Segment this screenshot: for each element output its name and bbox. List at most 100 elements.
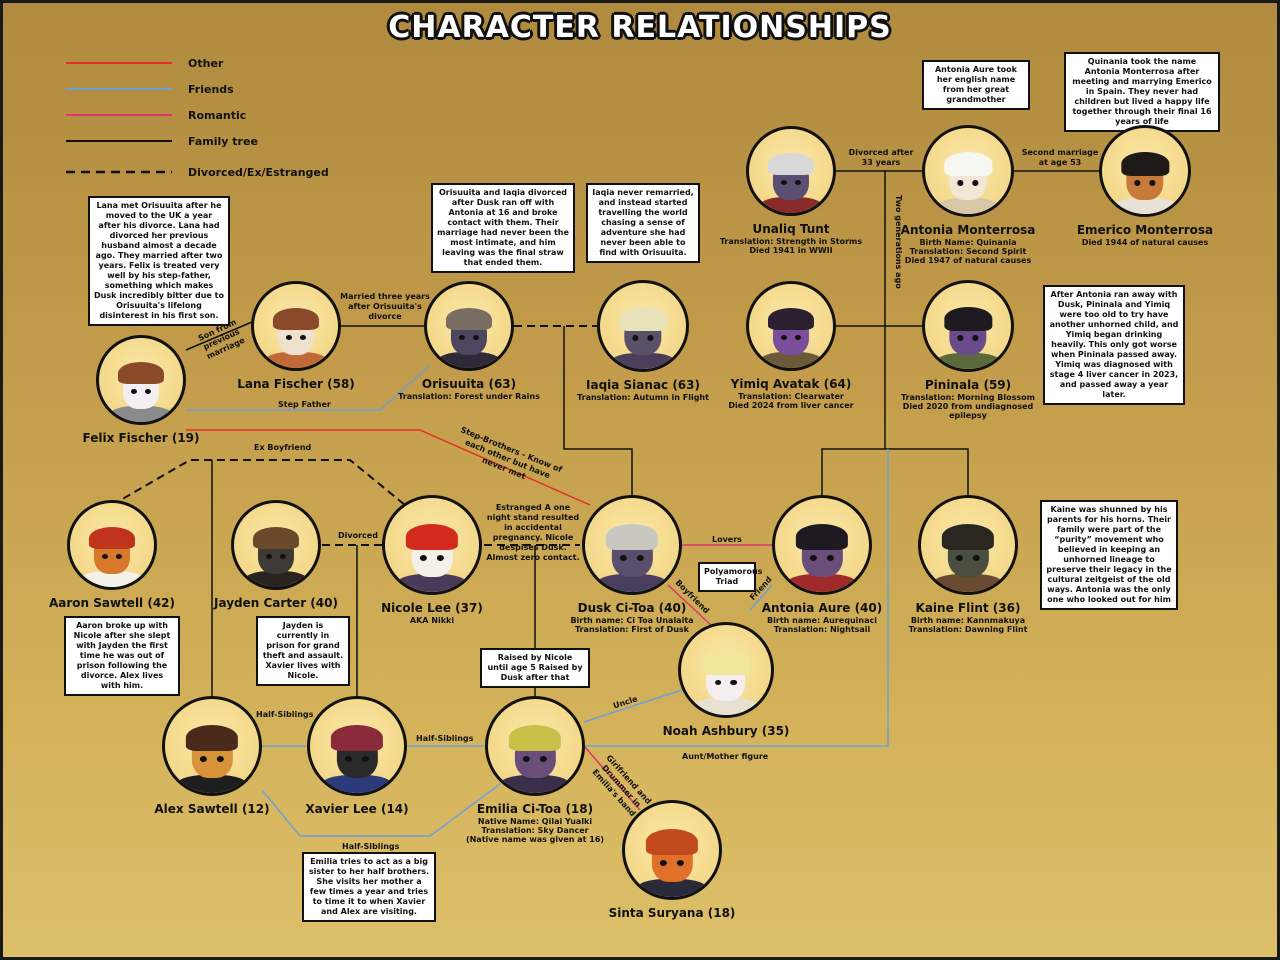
- label-half-siblings-2: Half-Siblings: [416, 734, 474, 743]
- note-aaron: Aaron broke up with Nicole after she sle…: [64, 616, 180, 696]
- portrait-kaine: [918, 495, 1018, 595]
- subtext-emilia: Translation: Sky Dancer: [481, 826, 589, 835]
- avatar-hair: [88, 526, 136, 550]
- note-lana: Lana met Orisuuita after he moved to the…: [88, 196, 230, 326]
- avatar-hair: [272, 307, 320, 331]
- name-jayden: Jayden Carter (40): [214, 596, 338, 610]
- subtext-antonia-a: Birth name: Aurequinaci: [767, 616, 877, 625]
- name-antonia-a: Antonia Aure (40): [761, 601, 883, 615]
- avatar-eye: [957, 335, 964, 341]
- avatar-eye: [300, 335, 307, 341]
- avatar: [264, 307, 328, 368]
- avatar-eye: [647, 335, 654, 341]
- page-title: CHARACTER RELATIONSHIPS: [388, 10, 892, 45]
- avatar-hair: [330, 725, 384, 751]
- subtext-pininala: epilepsy: [949, 411, 987, 420]
- avatar: [437, 307, 501, 368]
- subtext-antonia-m: Birth Name: Quinania: [919, 238, 1017, 247]
- label-half-siblings-3: Half-Siblings: [342, 842, 400, 851]
- avatar-body: [322, 775, 392, 793]
- avatar: [500, 725, 570, 793]
- label-ex-boyfriend: Ex Boyfriend: [254, 443, 312, 452]
- name-orisuuita: Orisuuita (63): [421, 377, 517, 391]
- avatar-body: [933, 574, 1003, 592]
- subtext-antonia-a: Translation: Nightsail: [773, 625, 871, 634]
- avatar-body: [597, 574, 667, 592]
- avatar-eye: [972, 180, 979, 186]
- name-nicole: Nicole Lee (37): [381, 601, 483, 615]
- avatar: [759, 152, 823, 213]
- avatar-hair: [944, 307, 992, 331]
- avatar-eye: [345, 756, 353, 762]
- avatar-hair: [1121, 152, 1169, 176]
- avatar: [787, 524, 857, 592]
- avatar-eye: [285, 335, 292, 341]
- portrait-jayden: [231, 500, 321, 590]
- subtext-emilia: Native Name: Qilai Yualki: [477, 817, 593, 826]
- legend-label-other: Other: [188, 57, 224, 70]
- avatar-eye: [636, 555, 644, 561]
- avatar-eye: [780, 180, 787, 186]
- avatar-hair: [605, 524, 659, 550]
- label-aunt-mother: Aunt/Mother figure: [682, 752, 769, 761]
- avatar: [611, 307, 675, 369]
- avatar: [109, 361, 173, 422]
- name-unaliq: Unaliq Tunt: [752, 222, 830, 236]
- portrait-orisuuita: [424, 281, 514, 371]
- avatar: [637, 829, 707, 897]
- name-felix: Felix Fischer (19): [82, 431, 200, 445]
- avatar-eye: [130, 389, 137, 395]
- line-step-brothers: [186, 429, 591, 506]
- avatar-hair: [795, 524, 849, 550]
- subtext-dusk: Translation: First of Dusk: [575, 625, 689, 634]
- portrait-noah: [678, 622, 774, 718]
- portrait-felix: [96, 335, 186, 425]
- avatar-body: [759, 197, 823, 213]
- name-lana: Lana Fischer (58): [237, 377, 355, 391]
- subtext-antonia-m: Died 1947 of natural causes: [904, 256, 1032, 265]
- avatar-body: [244, 571, 308, 587]
- avatar: [397, 524, 467, 592]
- avatar: [1113, 152, 1177, 214]
- subtext-antonia-m: Translation: Second Spirit: [909, 247, 1027, 256]
- avatar-hair: [619, 307, 667, 331]
- name-xavier: Xavier Lee (14): [305, 802, 409, 816]
- avatar-eye: [1149, 180, 1156, 186]
- avatar-body: [611, 352, 675, 369]
- avatar-body: [1113, 197, 1177, 214]
- avatar-eye: [972, 555, 980, 561]
- legend-label-divorced: Divorced/Ex/Estranged: [188, 166, 329, 179]
- avatar-hair: [944, 152, 992, 176]
- avatar-body: [936, 197, 1000, 214]
- note-kaine: Kaine was shunned by his parents for his…: [1040, 500, 1178, 610]
- line-boyfriend: [667, 584, 713, 627]
- legend-label-friends: Friends: [188, 83, 234, 96]
- avatar-body: [787, 574, 857, 592]
- avatar: [759, 307, 823, 368]
- avatar-eye: [523, 756, 531, 762]
- avatar-eye: [620, 555, 628, 561]
- portrait-dusk: [582, 495, 682, 595]
- avatar-eye: [795, 180, 802, 186]
- avatar-hair: [508, 725, 562, 751]
- legend-label-family: Family tree: [188, 135, 258, 148]
- subtext-nicole: AKA Nikki: [409, 616, 455, 625]
- line-alex-emilia: [261, 783, 501, 837]
- note-polyamorous: Polyamorous Triad: [698, 562, 762, 592]
- name-sinta: Sinta Suryana (18): [608, 906, 736, 920]
- name-emilia: Emilia Ci-Toa (18): [476, 802, 594, 816]
- avatar-hair: [445, 307, 493, 331]
- avatar-eye: [676, 860, 684, 866]
- label-half-siblings-1: Half-Siblings: [256, 710, 314, 719]
- avatar-eye: [458, 335, 465, 341]
- avatar-eye: [957, 180, 964, 186]
- avatar: [177, 725, 247, 793]
- avatar-eye: [280, 554, 287, 560]
- name-alex: Alex Sawtell (12): [154, 802, 270, 816]
- avatar: [597, 524, 667, 592]
- avatar-hair: [185, 725, 239, 751]
- subtext-yimiq: Died 2024 from liver cancer: [728, 401, 854, 410]
- avatar-eye: [420, 555, 428, 561]
- subtext-yimiq: Translation: Clearwater: [738, 392, 844, 401]
- line-step-father: [186, 364, 431, 411]
